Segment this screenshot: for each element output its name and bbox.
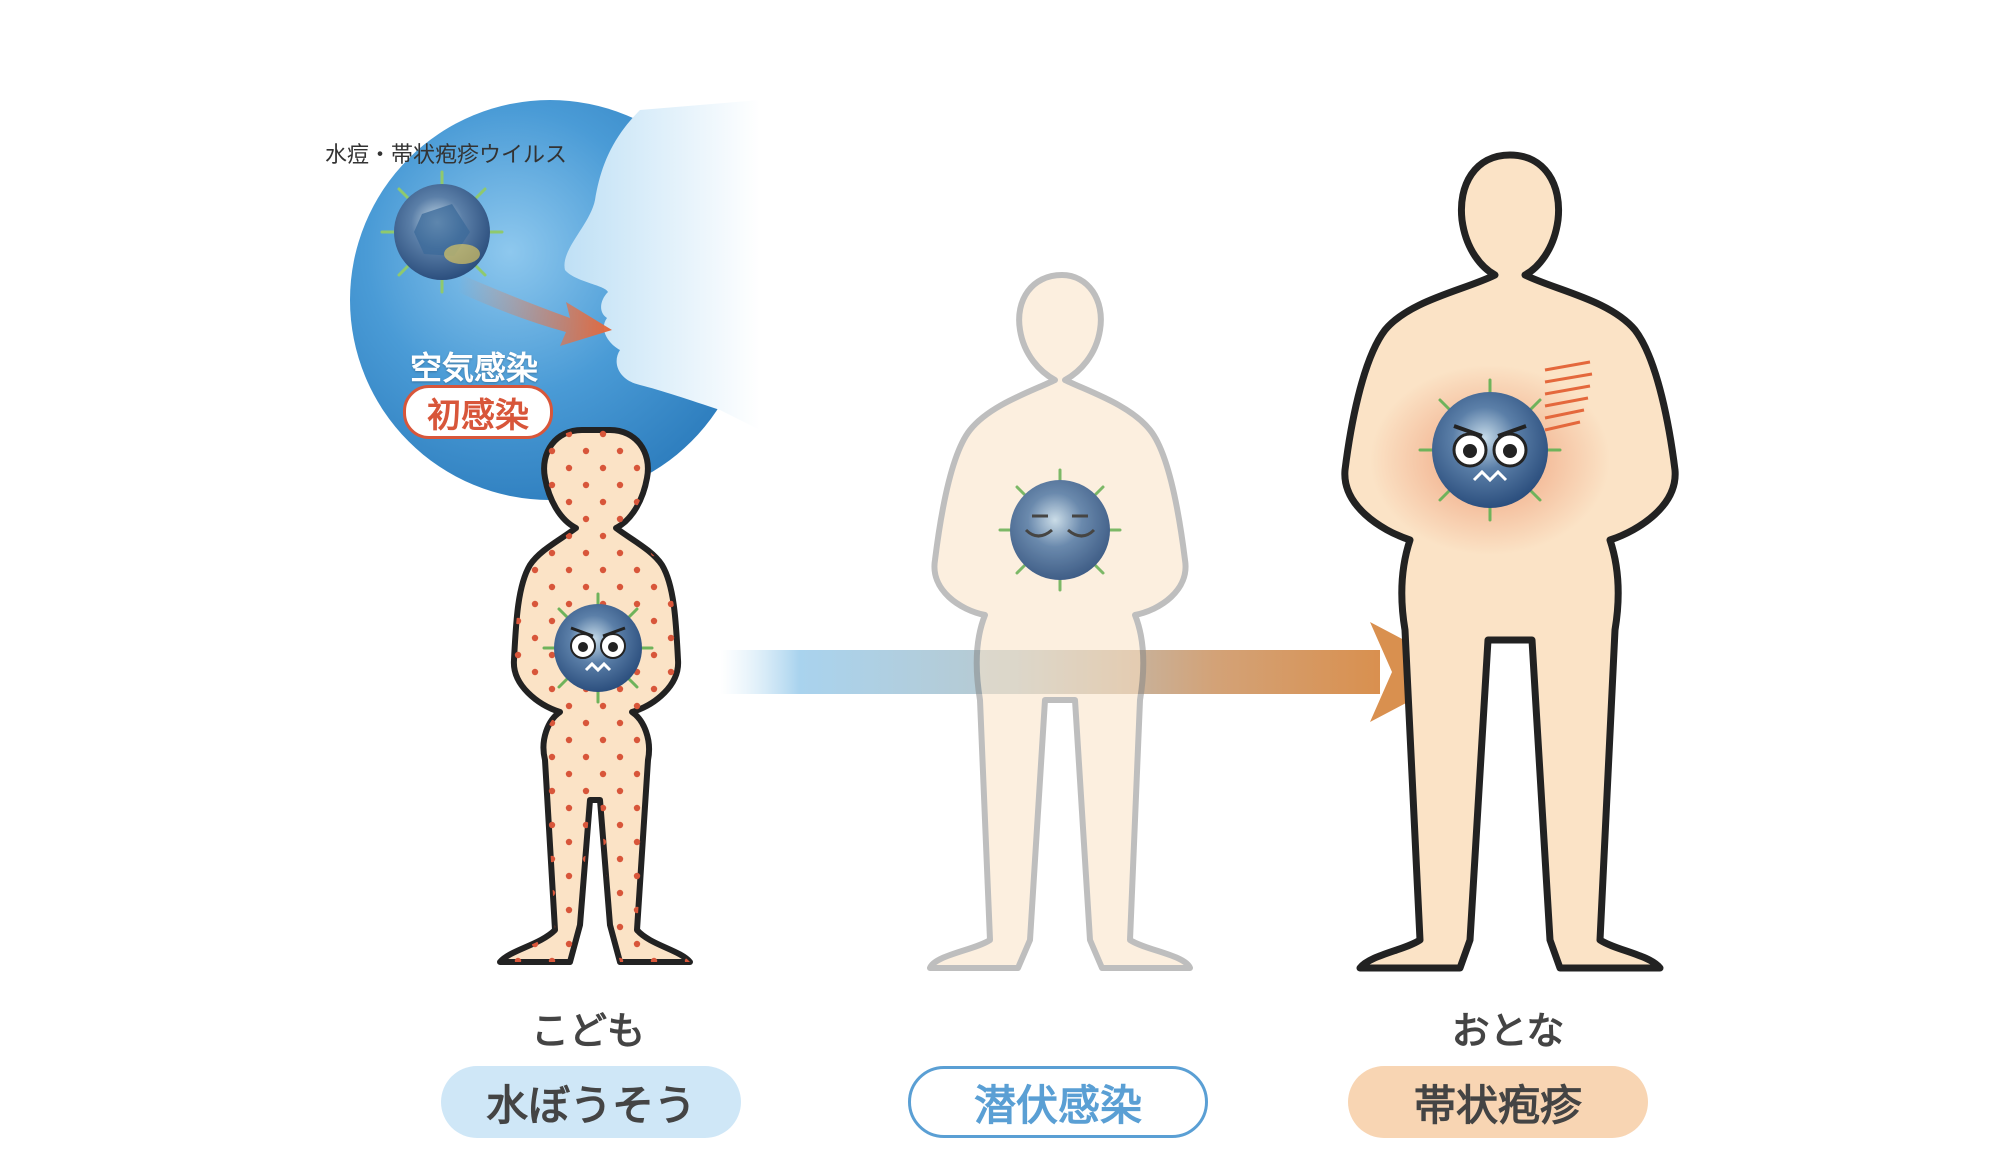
- pain-lines: [1544, 360, 1593, 432]
- stage-pill-chickenpox: 水ぼうそう: [441, 1066, 741, 1138]
- adult-caption: おとな: [1451, 1009, 1565, 1053]
- transmission-route-label: 空気感染: [410, 349, 539, 387]
- adult-figure: [1341, 151, 1679, 972]
- face-silhouette-icon: [564, 100, 760, 430]
- virus-name-label: 水痘・帯状疱疹ウイルス: [325, 143, 568, 168]
- first-infection-badge: 初感染: [403, 385, 553, 439]
- virus-icon: [380, 170, 504, 294]
- virus-icon: [1418, 378, 1562, 522]
- virus-icon: [542, 592, 654, 704]
- child-figure: [497, 427, 693, 965]
- stage-pill-latent-infection: 潜伏感染: [908, 1066, 1208, 1138]
- latent-figure: [927, 272, 1193, 971]
- child-caption: こども: [530, 1009, 646, 1053]
- stage-pill-shingles: 帯状疱疹: [1348, 1066, 1648, 1138]
- transmission-arrow-icon: [458, 275, 612, 346]
- virus-icon: [998, 468, 1122, 592]
